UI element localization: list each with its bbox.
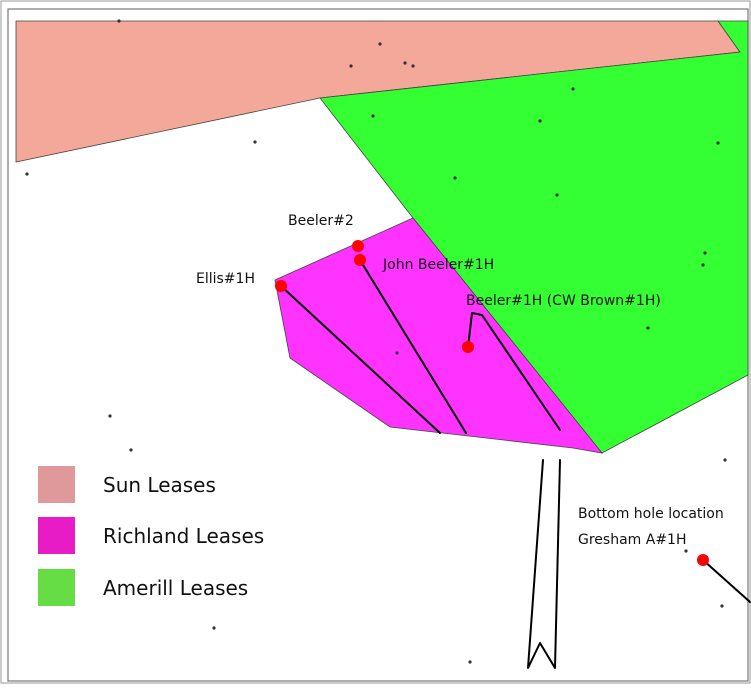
gresham-lateral bbox=[527, 459, 561, 669]
gresham-trajectory bbox=[702, 559, 751, 603]
minor-well-markers bbox=[25, 19, 727, 664]
beeler1h-label: Beeler#1H (CW Brown#1H) bbox=[466, 293, 661, 309]
legend-label-amerill: Amerill Leases bbox=[103, 576, 248, 600]
beeler1h-well-dot bbox=[462, 341, 474, 353]
legend-label-sun: Sun Leases bbox=[103, 473, 216, 497]
legend-label-richland: Richland Leases bbox=[103, 524, 264, 548]
john-beeler-well-dot bbox=[354, 254, 366, 266]
john-beeler-trajectory bbox=[359, 259, 467, 434]
legend-swatch-amerill bbox=[38, 569, 75, 606]
john-beeler-label: John Beeler#1H bbox=[382, 257, 494, 273]
legend-swatch-sun bbox=[38, 466, 75, 503]
beeler2-well-dot bbox=[352, 240, 364, 252]
well-trajectories bbox=[280, 259, 751, 669]
richland-lease-area[interactable] bbox=[274, 217, 603, 454]
well-dots[interactable] bbox=[275, 240, 709, 566]
ellis-well-dot bbox=[275, 280, 287, 292]
bottom-hole-label-line1: Bottom hole location bbox=[578, 506, 724, 522]
ellis-trajectory bbox=[280, 285, 441, 434]
gresham-well-dot bbox=[697, 554, 709, 566]
legend-swatch-richland bbox=[38, 517, 75, 554]
bottom-hole-label-line2: Gresham A#1H bbox=[578, 532, 687, 548]
beeler2-label: Beeler#2 bbox=[288, 213, 354, 229]
ellis-label: Ellis#1H bbox=[196, 271, 255, 287]
map-legend: Sun Leases Richland Leases Amerill Lease… bbox=[38, 466, 264, 606]
beeler1h-trajectory bbox=[467, 312, 561, 431]
